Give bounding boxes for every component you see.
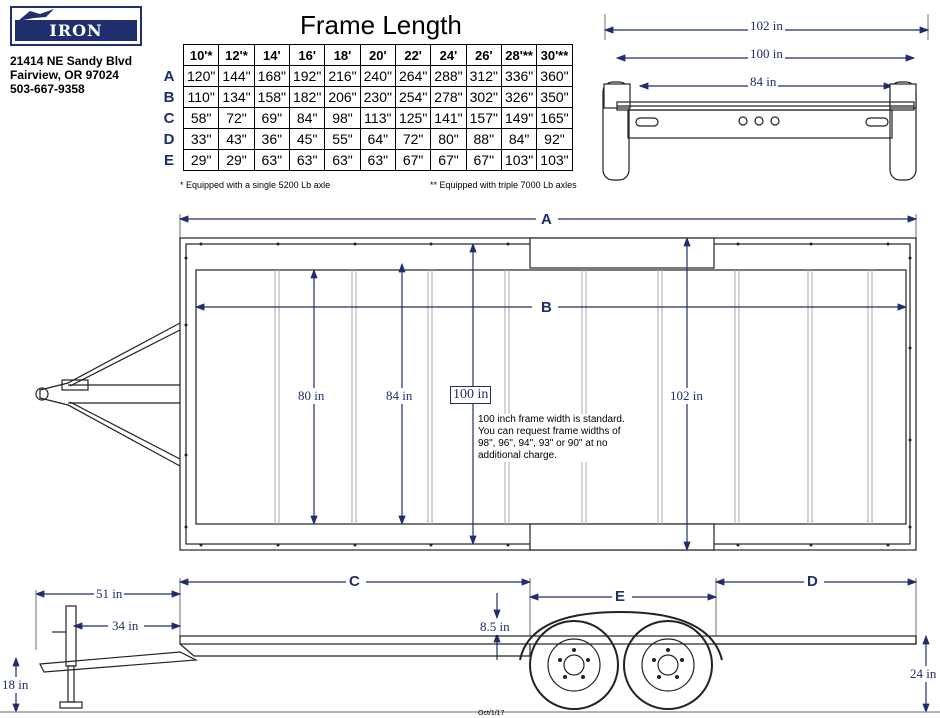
table-cell: 67" bbox=[465, 149, 502, 171]
dimension-label-e: E bbox=[615, 588, 626, 605]
eagle-icon bbox=[18, 9, 54, 21]
frame-length-title: Frame Length bbox=[300, 10, 462, 40]
frame-length-table: 10'*12'*14'16'18'20'22'24'26'28'**30'** … bbox=[155, 44, 573, 171]
column-header: 14' bbox=[253, 44, 290, 66]
table-cell: 43" bbox=[218, 128, 255, 150]
row-label: E bbox=[163, 151, 174, 169]
drawing-date: Oct/1/17 bbox=[478, 710, 505, 717]
table-cell: 168" bbox=[253, 65, 290, 87]
table-cell: 254" bbox=[394, 86, 432, 108]
column-header: 30'** bbox=[536, 44, 573, 66]
table-cell: 63" bbox=[359, 149, 396, 171]
column-header: 24' bbox=[430, 44, 467, 66]
table-cell: 63" bbox=[253, 149, 290, 171]
table-cell: 55" bbox=[324, 128, 361, 150]
table-cell: 144" bbox=[218, 65, 255, 87]
table-cell: 36" bbox=[253, 128, 290, 150]
table-cell: 182" bbox=[288, 86, 326, 108]
iron-eagle-logo: IRON EAGLE bbox=[10, 6, 142, 62]
column-header: 18' bbox=[324, 44, 361, 66]
rear-view bbox=[602, 14, 930, 181]
dimension-80-in: 80 in bbox=[296, 388, 327, 404]
table-cell: 80" bbox=[430, 128, 467, 150]
dimension-label-d: D bbox=[807, 573, 818, 590]
dimension-label-b: B bbox=[541, 299, 552, 316]
dimension-24-in: 24 in bbox=[908, 666, 939, 682]
top-view bbox=[35, 214, 918, 552]
table-cell: 230" bbox=[359, 86, 396, 108]
frame-width-note: 100 inch frame width is standard. You ca… bbox=[478, 414, 638, 462]
address-line-1: 21414 NE Sandy Blvd bbox=[10, 54, 133, 68]
side-view bbox=[0, 578, 940, 714]
table-cell: 63" bbox=[288, 149, 326, 171]
table-cell: 72" bbox=[218, 107, 255, 129]
table-cell: 125" bbox=[394, 107, 432, 129]
row-label: A bbox=[163, 67, 175, 85]
table-cell: 33" bbox=[182, 128, 220, 150]
dimension-34-in: 34 in bbox=[110, 618, 141, 634]
dimension-label-a: A bbox=[541, 211, 552, 228]
dimension-8-5-in: 8.5 in bbox=[478, 619, 512, 635]
table-cell: 103" bbox=[536, 149, 573, 171]
footnote-triple-axle: ** Equipped with triple 7000 Lb axles bbox=[430, 180, 577, 190]
footnote-single-axle: * Equipped with a single 5200 Lb axle bbox=[180, 180, 331, 190]
company-address: 21414 NE Sandy Blvd Fairview, OR 97024 5… bbox=[10, 54, 132, 96]
logo-text: IRON EAGLE bbox=[15, 20, 137, 62]
column-header: 20' bbox=[359, 44, 396, 66]
table-cell: 29" bbox=[218, 149, 255, 171]
column-header: 10'* bbox=[182, 44, 220, 66]
rear-inner-width: 84 in bbox=[748, 74, 779, 90]
row-label: B bbox=[163, 88, 175, 106]
dimension-18-in: 18 in bbox=[0, 677, 31, 693]
rear-frame-width: 100 in bbox=[748, 46, 785, 62]
table-cell: 326" bbox=[500, 86, 538, 108]
dimension-84-in: 84 in bbox=[384, 388, 415, 404]
row-label: C bbox=[163, 109, 175, 127]
dimension-102-in: 102 in bbox=[668, 388, 705, 404]
table-cell: 141" bbox=[430, 107, 467, 129]
row-label: D bbox=[163, 130, 175, 148]
table-cell: 67" bbox=[430, 149, 467, 171]
phone-number: 503-667-9358 bbox=[10, 82, 85, 96]
rear-overall-width: 102 in bbox=[748, 18, 785, 34]
table-cell: 110" bbox=[182, 86, 220, 108]
table-cell: 45" bbox=[288, 128, 326, 150]
dimension-100-in: 100 in bbox=[450, 386, 492, 404]
table-header-row: 10'*12'*14'16'18'20'22'24'26'28'**30'** bbox=[155, 44, 573, 66]
dimension-label-c: C bbox=[349, 573, 360, 590]
address-line-2: Fairview, OR 97024 bbox=[10, 68, 119, 82]
table-cell: 64" bbox=[359, 128, 396, 150]
column-header: 12'* bbox=[218, 44, 255, 66]
table-cell: 88" bbox=[465, 128, 502, 150]
table-cell: 312" bbox=[465, 65, 502, 87]
dimension-51-in: 51 in bbox=[94, 586, 125, 602]
table-cell: 302" bbox=[465, 86, 502, 108]
